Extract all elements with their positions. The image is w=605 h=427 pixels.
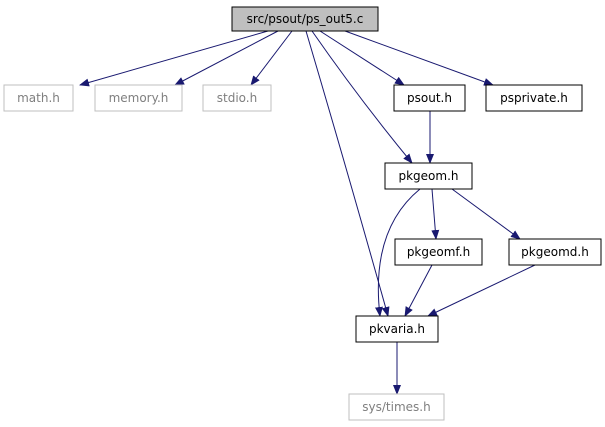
edge-root-to-stdio (250, 30, 293, 86)
edge-root-to-psout (319, 30, 405, 86)
edge-pkgeom-to-pkgeomf (431, 188, 440, 240)
node-psout-h[interactable]: psout.h (393, 84, 466, 112)
edge-pkgeomd-to-pkvaria (427, 264, 536, 317)
edge-root-to-pkvaria (305, 30, 390, 317)
edge-root-to-memory (174, 30, 279, 86)
edge-pkgeomf-to-pkvaria (404, 264, 433, 317)
svg-text:pkgeomf.h: pkgeomf.h (407, 245, 470, 259)
edge-pkgeom-to-pkvaria (374, 188, 421, 317)
nodes-layer: src/psout/ps_out5.c math.h memory.h stdi… (3, 6, 602, 421)
svg-text:src/psout/ps_out5.c: src/psout/ps_out5.c (247, 12, 364, 26)
node-pkgeomf-h[interactable]: pkgeomf.h (394, 238, 483, 266)
edge-pkgeom-to-pkgeomd (451, 188, 521, 240)
node-math-h[interactable]: math.h (3, 84, 74, 112)
edge-root-to-math (79, 30, 269, 87)
node-root-file[interactable]: src/psout/ps_out5.c (231, 6, 379, 32)
node-memory-h[interactable]: memory.h (94, 84, 183, 112)
svg-text:pkvaria.h: pkvaria.h (369, 322, 425, 336)
svg-text:pkgeomd.h: pkgeomd.h (521, 245, 589, 259)
edges-layer (79, 30, 536, 395)
edge-root-to-pkgeom (311, 30, 413, 164)
edge-root-to-psprivate (344, 30, 494, 86)
svg-text:math.h: math.h (17, 91, 60, 105)
svg-text:memory.h: memory.h (109, 91, 169, 105)
svg-text:psout.h: psout.h (407, 91, 452, 105)
svg-text:psprivate.h: psprivate.h (500, 91, 568, 105)
svg-text:sys/times.h: sys/times.h (362, 400, 430, 414)
node-sys-times-h[interactable]: sys/times.h (348, 393, 445, 421)
node-psprivate-h[interactable]: psprivate.h (485, 84, 583, 112)
node-pkgeomd-h[interactable]: pkgeomd.h (508, 238, 602, 266)
node-stdio-h[interactable]: stdio.h (202, 84, 272, 112)
node-pkgeom-h[interactable]: pkgeom.h (384, 162, 473, 190)
svg-text:pkgeom.h: pkgeom.h (398, 169, 458, 183)
node-pkvaria-h[interactable]: pkvaria.h (355, 315, 439, 343)
svg-text:stdio.h: stdio.h (217, 91, 257, 105)
